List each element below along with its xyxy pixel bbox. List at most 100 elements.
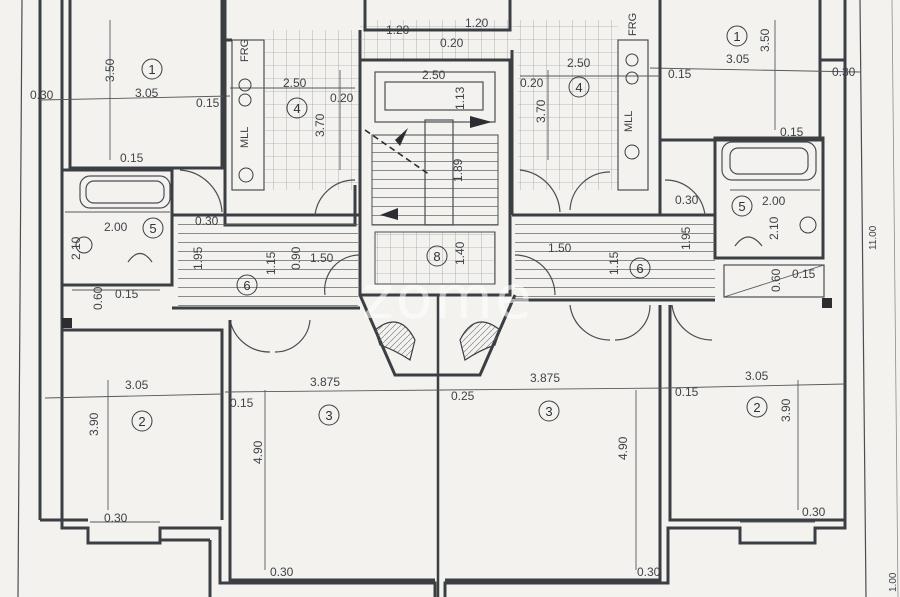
dim-bottom-left-305: 3.05 [125,378,149,392]
kitchen-4-right [510,0,662,217]
dim-bath-right-060: 0.60 [769,268,783,292]
stove-icon [238,167,254,183]
dim-left-305-top: 3.05 [135,86,159,100]
room-1-left [39,0,231,170]
dim-bath-left-210: 2.10 [69,236,83,260]
room-label-right-3: 3 [545,404,552,419]
dishwasher-label-left: MLL [239,127,251,148]
room-label-left-4: 4 [293,101,300,116]
dim-hall-right-115: 1.15 [607,251,621,275]
sink-icon [238,93,252,107]
dim-hall-left-115: 1.15 [264,251,278,275]
dim-bath-left-015: 0.15 [120,151,144,165]
dim-kitchen-left-370: 3.70 [313,113,327,137]
elevator-lobby [358,294,517,597]
dim-bottom-right-390: 3.90 [779,398,793,422]
dim-hall-left-195: 1.95 [191,246,205,270]
room-label-left-6: 6 [243,278,250,293]
room-markers [131,25,768,432]
dim-left-015: 0.15 [196,96,220,110]
dim-bath-right-210: 2.10 [767,216,781,240]
room-numbers: 1 1 2 2 3 3 4 4 5 5 6 6 8 [138,29,760,429]
dim-bottom-mid-3875-right: 3.875 [530,371,560,385]
bathroom-5-right [713,136,832,308]
dim-hall-right-150: 1.50 [548,241,572,255]
dim-kitchen-right-370: 3.70 [534,99,548,123]
stove-icon [624,144,640,160]
dim-top-120-left: 1.20 [386,23,410,37]
dim-right-015: 0.15 [668,67,692,81]
dim-bath-left-200: 2.00 [104,220,128,234]
dim-edge-100: 1.00 [888,572,899,592]
dim-bath-right-015: 0.15 [780,125,804,139]
dishwasher-label-right: MLL [623,111,635,132]
dim-bottom-mid-025: 0.25 [451,389,475,403]
dim-stair-140: 1.40 [453,241,467,265]
dim-bottom-mid-030-right: 0.30 [637,565,661,579]
dim-bath-left-030: 0.30 [195,214,219,228]
room-label-left-2: 2 [138,414,145,429]
dim-left-030: 0.30 [30,88,54,102]
dim-right-305-top: 3.05 [726,52,750,66]
dim-bottom-left-390: 3.90 [87,412,101,436]
watermark-logo: zome [362,263,534,333]
room-label-right-2: 2 [753,400,760,415]
top-corridor [360,0,520,60]
sink-icon [625,53,639,67]
fridge-label-right: FRG [627,13,639,36]
dim-edge-1100: 11.00 [868,225,879,250]
room-label-left-5: 5 [149,221,156,236]
dim-bath-right-015b: 0.15 [792,267,816,281]
dim-bottom-left-015: 0.15 [230,396,254,410]
bedroom-3-right [439,305,671,582]
bedroom-2-right [664,305,846,523]
dim-kitchen-left-250: 2.50 [283,76,307,90]
dim-right-350: 3.50 [758,28,772,52]
dim-bottom-mid-030-left: 0.30 [270,565,294,579]
dim-bath-left-015b: 0.15 [115,287,139,301]
dim-top-120-right: 1.20 [465,16,489,30]
dim-left-350: 3.50 [103,58,117,82]
sink-icon [625,71,639,85]
dim-bath-right-200: 2.00 [762,194,786,208]
bathroom-5-left [60,168,174,328]
dim-bottom-right-305: 3.05 [745,369,769,383]
dim-stair-113: 1.13 [453,86,467,110]
dim-kitchen-right-250: 2.50 [567,56,591,70]
dim-hall-left-090: 0.90 [289,246,303,270]
dim-kitchen-left-020: 0.20 [330,91,354,105]
bedroom-2-left [44,328,224,523]
fixture-labels: FRG FRG MLL MLL [238,13,640,183]
hallway-6-right [512,169,715,341]
dim-hall-right-195: 1.95 [679,226,693,250]
dim-hall-right-030: 0.30 [675,193,699,207]
room-label-right-4: 4 [575,80,582,95]
dim-bottom-left-030: 0.30 [104,511,128,525]
dim-hall-left-150: 1.50 [310,251,334,265]
bedroom-3-left [224,320,446,582]
dim-bottom-right-015: 0.15 [675,385,699,399]
dim-top-020: 0.20 [440,36,464,50]
fridge-label-left: FRG [239,39,251,62]
dim-bottom-right-030: 0.30 [802,505,826,519]
dim-bottom-mid-490-right: 4.90 [616,436,630,460]
dim-stair-250: 2.50 [422,68,446,82]
dim-bottom-mid-3875-left: 3.875 [310,375,340,389]
dim-bath-left-060: 0.60 [91,286,105,310]
room-label-right-1: 1 [733,29,740,44]
room-label-stair-8: 8 [433,249,440,264]
dim-kitchen-right-020: 0.20 [520,76,544,90]
room-label-left-1: 1 [148,62,155,77]
room-label-right-5: 5 [738,199,745,214]
dimension-labels: 1.20 1.20 0.20 0.30 3.50 3.05 0.15 2.50 … [30,16,899,592]
hallway-6-left [172,169,361,353]
room-label-left-3: 3 [325,408,332,423]
room-label-right-6: 6 [636,261,643,276]
dim-bottom-mid-490-left: 4.90 [251,440,265,464]
stair-core [358,58,512,297]
dim-right-030: 0.30 [832,65,856,79]
dim-stair-189: 1.89 [451,158,465,182]
